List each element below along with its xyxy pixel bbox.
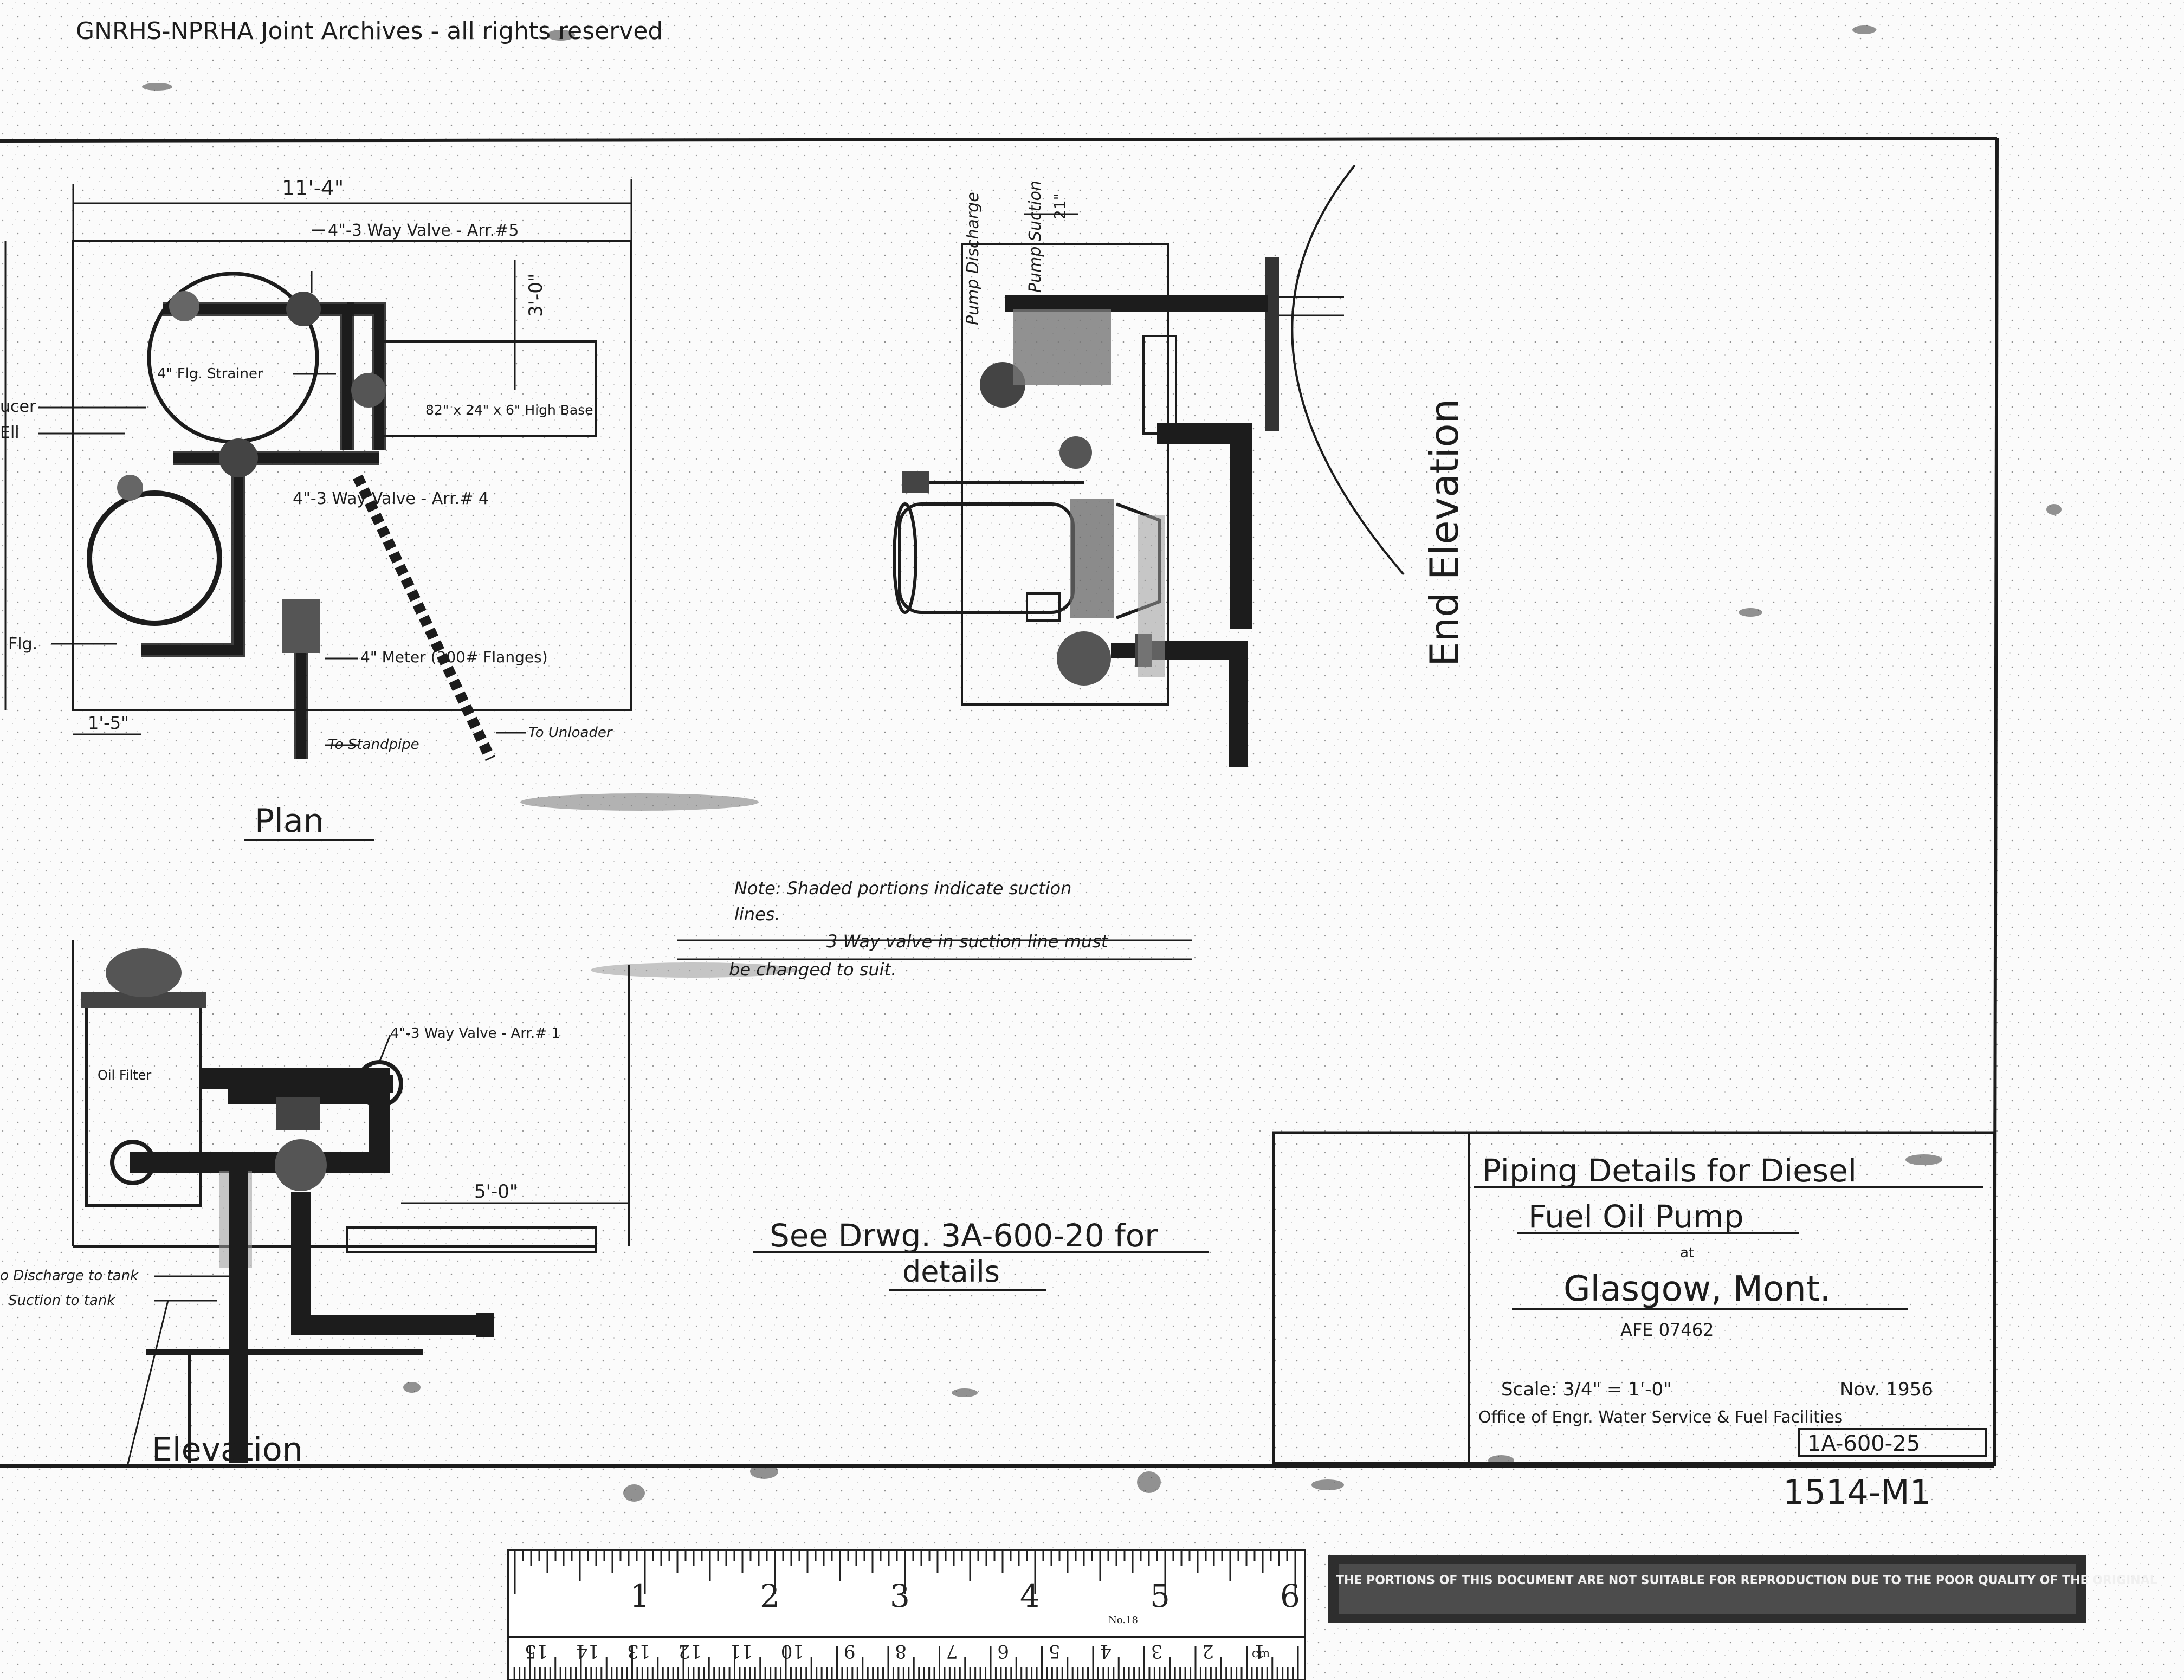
ruler-cm-label: 15 <box>525 1640 548 1662</box>
elev-label-discharge: o Discharge to tank <box>0 1268 139 1284</box>
ruler-inch-label: 4 <box>1020 1578 1040 1614</box>
ruler-cm-label: 6 <box>997 1640 1009 1662</box>
ruler-cm-label: 2 <box>1202 1640 1214 1662</box>
elev-pump <box>275 1139 327 1191</box>
label-standpipe: To Standpipe <box>328 736 419 753</box>
meter-symbol <box>282 599 320 653</box>
end-elevation-view: Pump Discharge Pump Suction 21" End Elev… <box>893 164 1467 767</box>
ruler-model: No.18 <box>1108 1614 1138 1626</box>
label-unloader: To Unloader <box>528 725 613 741</box>
ruler-cm-label: 4 <box>1100 1640 1112 1662</box>
end-lower-valve <box>1057 631 1111 686</box>
strainer-flange <box>169 291 199 321</box>
note-line3: 3 Way valve in suction line must <box>826 931 1109 952</box>
plan-dim-1ft5: 1'-5" <box>88 713 129 733</box>
ruler-cm-label: 5 <box>1049 1640 1061 1662</box>
valve-arr4-symbol <box>219 438 258 477</box>
plan-view: 11'-4" 3'-0" 1'-5" <box>0 176 632 841</box>
ruler-cm-label: 7 <box>946 1640 958 1662</box>
ruler-inch-label: 6 <box>1280 1578 1300 1614</box>
plan-dim-3ft: 3'-0" <box>525 273 547 317</box>
elev-filter-cap <box>106 948 182 997</box>
title-line1: Piping Details for Diesel <box>1482 1152 1857 1189</box>
label-strainer: 4" Flg. Strainer <box>157 366 263 382</box>
ruler-cm-label: 9 <box>844 1640 856 1662</box>
elev-label-suction: Suction to tank <box>8 1293 115 1309</box>
flange-plate <box>1265 257 1279 431</box>
elev-dim-5ft: 5'-0" <box>474 1181 518 1203</box>
label-pump-suction: Pump Suction <box>1026 180 1045 293</box>
ruler-inch-label: 5 <box>1150 1578 1170 1614</box>
ruler-cm-unit: cm <box>1252 1647 1270 1660</box>
title-at: at <box>1680 1245 1694 1261</box>
ruler-cm-label: 13 <box>627 1640 650 1662</box>
watermark-text: GNRHS-NPRHA Joint Archives - all rights … <box>76 17 663 45</box>
title-line2: Fuel Oil Pump <box>1528 1198 1744 1235</box>
pump-symbol <box>351 373 386 408</box>
plan-filter-circle <box>87 490 222 626</box>
note-line2: lines. <box>734 904 780 925</box>
title-afe: AFE 07462 <box>1620 1320 1714 1340</box>
see-drawing-note: See Drwg. 3A-600-20 for details <box>753 1217 1209 1291</box>
label-valve-arr5: 4"-3 Way Valve - Arr.#5 <box>328 221 519 240</box>
ruler-inch-label: 2 <box>760 1578 780 1614</box>
end-elevation-title: End Elevation <box>1421 399 1467 667</box>
title-drawing-no: 1A-600-25 <box>1807 1431 1920 1456</box>
end-elevation-outline <box>961 243 1169 706</box>
plan-dim-overall: 11'-4" <box>282 176 344 200</box>
label-meter: 4" Meter (300# Flanges) <box>360 648 548 666</box>
scan-noise <box>142 25 2062 1502</box>
label-ell: Ell <box>0 423 20 442</box>
elev-label-oil-filter: Oil Filter <box>98 1068 151 1083</box>
ruler-cm-label: 10 <box>781 1640 804 1662</box>
plan-title: Plan <box>255 802 324 840</box>
label-reducer: ucer <box>0 397 36 416</box>
tank-arc <box>1291 164 1405 576</box>
ruler-cm-label: 8 <box>895 1640 907 1662</box>
title-office: Office of Engr. Water Service & Fuel Fac… <box>1478 1408 1843 1427</box>
ruler-cm-label: 12 <box>679 1640 702 1662</box>
ruler-cm-label: 14 <box>576 1640 599 1662</box>
note-line1: Note: Shaded portions indicate suction <box>734 878 1071 899</box>
reproduction-notice: THE PORTIONS OF THIS DOCUMENT ARE NOT SU… <box>1328 1555 2157 1623</box>
ruler-cm-label: 1 <box>1253 1640 1265 1662</box>
title-sheet-ref: 1514-M1 <box>1783 1472 1931 1512</box>
elevation-title: Elevation <box>152 1431 303 1469</box>
label-dim-21: 21" <box>1051 193 1069 219</box>
title-block: Piping Details for Diesel Fuel Oil Pump … <box>1272 1131 1996 1512</box>
notice-text: THE PORTIONS OF THIS DOCUMENT ARE NOT SU… <box>1336 1574 2157 1587</box>
label-base: 82" x 24" x 6" High Base <box>425 402 593 418</box>
ruler-inch-label: 1 <box>630 1578 650 1614</box>
see-drawing-line2: details <box>902 1255 1000 1289</box>
label-pump-discharge: Pump Discharge <box>964 192 983 325</box>
plan-outline <box>72 240 632 711</box>
ruler-inch-ticks: 1 2 3 4 5 6 <box>514 1551 1300 1614</box>
title-location: Glasgow, Mont. <box>1563 1269 1831 1309</box>
ruler-inch-label: 3 <box>890 1578 910 1614</box>
ruler-cm-label: 11 <box>729 1640 753 1662</box>
title-scale: Scale: 3/4" = 1'-0" <box>1501 1379 1672 1400</box>
ruler-cm-label: 3 <box>1151 1640 1163 1662</box>
see-drawing-line1: See Drwg. 3A-600-20 for <box>770 1217 1158 1254</box>
label-flg: Flg. <box>8 635 37 654</box>
valve-arr5-symbol <box>286 292 321 326</box>
label-valve-arr4: 4"-3 Way Valve - Arr.# 4 <box>293 489 489 508</box>
note-line4: be changed to suit. <box>729 959 896 980</box>
end-valve-cluster <box>1013 309 1111 385</box>
title-date: Nov. 1956 <box>1840 1379 1933 1400</box>
note-block: Note: Shaded portions indicate suction l… <box>677 878 1192 980</box>
elev-label-valve-arr1: 4"-3 Way Valve - Arr.# 1 <box>390 1025 560 1042</box>
elevation-view: 5'-0" Oil Filter 4"-3 Way Valve - Arr.# … <box>0 940 630 1469</box>
unloader-pipe <box>352 474 496 761</box>
